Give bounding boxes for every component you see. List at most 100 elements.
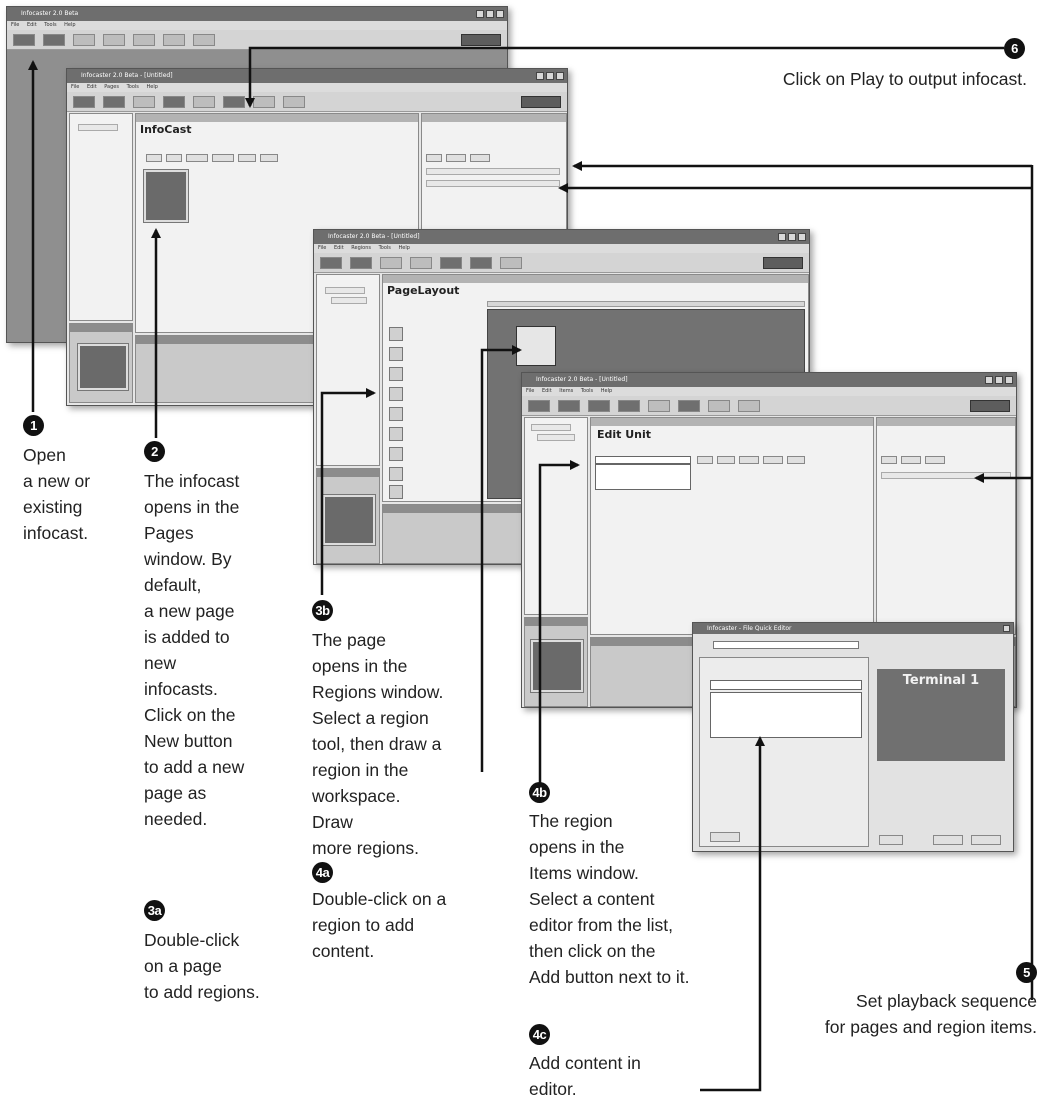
page-button[interactable] <box>186 154 208 162</box>
content-button[interactable] <box>710 832 740 842</box>
toolbar-button[interactable] <box>738 399 760 412</box>
menu-tools[interactable]: Tools <box>126 84 139 90</box>
maximize-button[interactable] <box>546 72 554 80</box>
new-button[interactable] <box>13 33 35 46</box>
menu-help[interactable]: Help <box>398 245 410 251</box>
menu-file[interactable]: File <box>71 84 80 90</box>
menu-tools[interactable]: Tools <box>580 388 594 394</box>
new-button[interactable] <box>528 399 550 412</box>
region-box[interactable] <box>516 326 556 366</box>
toolbar-button[interactable] <box>500 256 522 269</box>
toolbar-button[interactable] <box>410 256 432 269</box>
menu-file[interactable]: File <box>318 245 327 251</box>
pages-button[interactable] <box>618 399 640 412</box>
play-button[interactable] <box>678 399 700 412</box>
menu-regions[interactable]: Regions <box>351 245 371 251</box>
tree-item[interactable] <box>331 297 367 304</box>
sequence-row[interactable] <box>881 472 1011 479</box>
minimize-button[interactable] <box>778 233 786 241</box>
tree-item[interactable] <box>325 287 365 294</box>
menu-edit[interactable]: Edit <box>541 388 552 394</box>
close-button[interactable] <box>556 72 564 80</box>
page-button[interactable] <box>260 154 278 162</box>
open-button[interactable] <box>103 95 125 108</box>
maximize-button[interactable] <box>788 233 796 241</box>
page-thumbnail[interactable] <box>143 169 189 223</box>
toolbar-button[interactable] <box>648 399 670 412</box>
menu-edit[interactable]: Edit <box>86 84 97 90</box>
page-button[interactable] <box>166 154 182 162</box>
close-button[interactable] <box>1005 376 1013 384</box>
sequence-button[interactable] <box>925 456 945 464</box>
playlist-button[interactable] <box>446 154 466 162</box>
toolbar-button[interactable] <box>193 33 215 46</box>
region-tool-icon[interactable] <box>389 327 403 341</box>
close-button[interactable] <box>496 10 504 18</box>
menu-pages[interactable]: Pages <box>104 84 119 90</box>
new-button[interactable] <box>320 256 342 269</box>
new-button[interactable] <box>73 95 95 108</box>
toolbar-button[interactable] <box>133 33 155 46</box>
sequence-button[interactable] <box>881 456 897 464</box>
cancel-button[interactable] <box>971 835 1001 845</box>
content-editor-select[interactable] <box>595 456 691 464</box>
tree-item[interactable] <box>78 124 118 131</box>
save-button[interactable] <box>133 95 155 108</box>
item-button[interactable] <box>717 456 735 464</box>
playlist-button[interactable] <box>470 154 490 162</box>
playlist-button[interactable] <box>426 154 442 162</box>
toolbar-button[interactable] <box>163 33 185 46</box>
open-button[interactable] <box>43 33 65 46</box>
minimize-button[interactable] <box>985 376 993 384</box>
regions-button[interactable] <box>163 95 185 108</box>
toolbar-button[interactable] <box>708 399 730 412</box>
help-button[interactable] <box>879 835 903 845</box>
add-item-button[interactable] <box>697 456 713 464</box>
text-area[interactable] <box>710 692 862 738</box>
region-tool-icon[interactable] <box>389 427 403 441</box>
close-button[interactable] <box>1003 625 1010 632</box>
playlist-row[interactable] <box>426 168 560 175</box>
menu-help[interactable]: Help <box>600 388 613 394</box>
item-button[interactable] <box>763 456 783 464</box>
play-button[interactable] <box>223 95 245 108</box>
regions-button[interactable] <box>588 399 610 412</box>
new-page-button[interactable] <box>146 154 162 162</box>
name-field[interactable] <box>713 641 859 649</box>
region-tool-icon[interactable] <box>389 467 403 481</box>
minimize-button[interactable] <box>476 10 484 18</box>
tree-item[interactable] <box>537 434 575 441</box>
pages-button[interactable] <box>440 256 462 269</box>
region-tool-icon[interactable] <box>389 367 403 381</box>
menu-tools[interactable]: Tools <box>44 22 57 28</box>
region-tool-icon[interactable] <box>389 447 403 461</box>
region-tool-icon[interactable] <box>389 347 403 361</box>
save-button[interactable] <box>380 256 402 269</box>
play-button[interactable] <box>470 256 492 269</box>
playlist-row[interactable] <box>426 180 560 187</box>
maximize-button[interactable] <box>995 376 1003 384</box>
maximize-button[interactable] <box>486 10 494 18</box>
minimize-button[interactable] <box>536 72 544 80</box>
menu-file[interactable]: File <box>526 388 535 394</box>
region-tool-icon[interactable] <box>389 387 403 401</box>
page-button[interactable] <box>212 154 234 162</box>
page-button[interactable] <box>238 154 256 162</box>
toolbar-button[interactable] <box>103 33 125 46</box>
menu-help[interactable]: Help <box>146 84 158 90</box>
menu-file[interactable]: File <box>11 22 20 28</box>
region-tool-icon[interactable] <box>389 407 403 421</box>
tree-item[interactable] <box>531 424 571 431</box>
menu-items[interactable]: Items <box>559 388 574 394</box>
save-button[interactable] <box>73 33 95 46</box>
close-button[interactable] <box>798 233 806 241</box>
toolbar-button[interactable] <box>283 95 305 108</box>
toolbar-button[interactable] <box>193 95 215 108</box>
menu-tools[interactable]: Tools <box>378 245 391 251</box>
menu-help[interactable]: Help <box>64 22 76 28</box>
ok-button[interactable] <box>933 835 963 845</box>
text-input[interactable] <box>710 680 862 690</box>
open-button[interactable] <box>350 256 372 269</box>
item-button[interactable] <box>787 456 805 464</box>
item-button[interactable] <box>739 456 759 464</box>
